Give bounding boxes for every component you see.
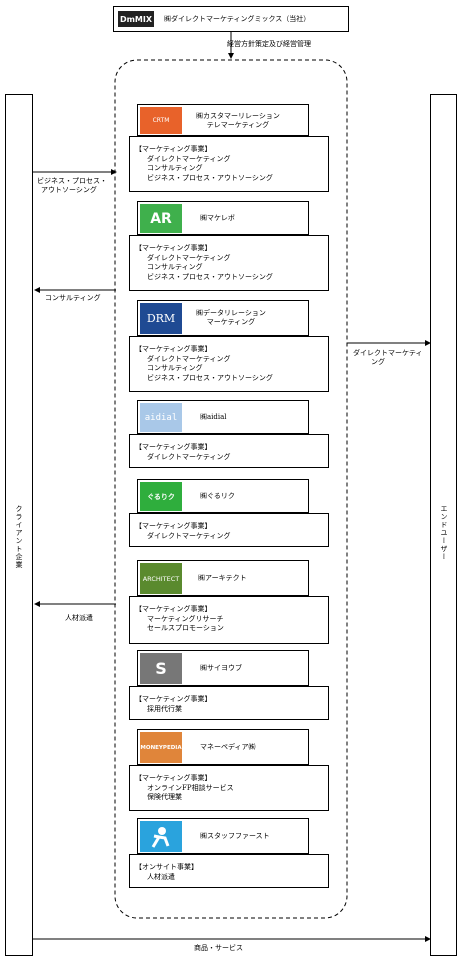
business-box: 【マーケティング事業】ダイレクトマーケティング xyxy=(129,434,329,468)
gururiku-logo: ぐるりク xyxy=(140,482,182,511)
staffing-label: 人材派遣 xyxy=(65,614,93,622)
enduser-label: エンドユーザー xyxy=(440,505,448,561)
business-box: 【マーケティング事業】オンラインFP相談サービス保険代理業 xyxy=(129,765,329,811)
business-box: 【マーケティング事業】ダイレクトマーケティングコンサルティングビジネス・プロセス… xyxy=(129,336,329,392)
company-card-saiyoub: S ㈱サイヨウブ xyxy=(137,650,309,686)
business-box: 【マーケティング事業】マーケティングリサーチセールスプロモーション xyxy=(129,596,329,644)
crtm-logo: CRTM xyxy=(140,107,182,134)
company-name: ㈱アーキテクト xyxy=(198,574,247,582)
company-card-staff-first: ㈱スタッフファースト xyxy=(137,818,309,854)
consulting-label: コンサルティング xyxy=(45,294,101,302)
company-name: ㈱データリレーションマーケティング xyxy=(196,309,266,326)
company-card-architect: ARCHITECT ㈱アーキテクト xyxy=(137,560,309,596)
company-name: ㈱サイヨウブ xyxy=(200,664,242,672)
mgmt-label: 経営方針策定及び経営管理 xyxy=(227,40,311,48)
saiyoub-logo: S xyxy=(140,653,182,684)
parent-company-box: DmMIX ㈱ダイレクトマーケティングミックス（当社） xyxy=(113,6,349,32)
enduser-column: エンドユーザー xyxy=(430,94,457,956)
business-box: 【マーケティング事業】採用代行業 xyxy=(129,686,329,720)
company-name: マネーペディア㈱ xyxy=(200,743,256,751)
company-name: ㈱マケレボ xyxy=(200,214,235,222)
bpo-label: ビジネス・プロセス・アウトソーシング xyxy=(37,177,107,194)
company-card-crtm: CRTM ㈱カスタマーリレーションテレマーケティング xyxy=(137,104,309,136)
company-name: ㈱カスタマーリレーションテレマーケティング xyxy=(196,112,280,129)
aidial-logo: aidial xyxy=(140,403,182,432)
dm-label: ダイレクトマーケティング xyxy=(353,349,423,366)
runner-icon xyxy=(151,826,170,848)
drm-logo: DRM xyxy=(140,303,182,334)
company-card-drm: DRM ㈱データリレーションマーケティング xyxy=(137,300,309,336)
client-column: クライアント企業 xyxy=(5,94,33,956)
dmmix-logo: DmMIX xyxy=(118,11,154,27)
client-label: クライアント企業 xyxy=(15,505,23,569)
business-box: 【マーケティング事業】ダイレクトマーケティングコンサルティングビジネス・プロセス… xyxy=(129,235,329,291)
ar-logo: AR xyxy=(140,204,182,233)
moneypedia-logo: MONEYPEDIA xyxy=(140,732,182,763)
company-name: ㈱ぐるリク xyxy=(200,492,235,500)
company-card-aidial: aidial ㈱aidial xyxy=(137,400,309,434)
group-boundary xyxy=(114,59,348,919)
parent-company-name: ㈱ダイレクトマーケティングミックス（当社） xyxy=(164,15,311,23)
company-card-makerebo: AR ㈱マケレボ xyxy=(137,201,309,235)
goods-label: 商品・サービス xyxy=(194,944,243,952)
company-card-gururiku: ぐるりク ㈱ぐるリク xyxy=(137,479,309,513)
architect-logo: ARCHITECT xyxy=(140,563,182,594)
staff-first-logo xyxy=(140,821,182,852)
company-name: ㈱aidial xyxy=(200,413,227,421)
company-name: ㈱スタッフファースト xyxy=(200,832,270,840)
business-box: 【オンサイト事業】人材派遣 xyxy=(129,854,329,888)
business-box: 【マーケティング事業】ダイレクトマーケティング xyxy=(129,513,329,547)
business-box: 【マーケティング事業】ダイレクトマーケティングコンサルティングビジネス・プロセス… xyxy=(129,136,329,192)
company-card-moneypedia: MONEYPEDIA マネーペディア㈱ xyxy=(137,729,309,765)
